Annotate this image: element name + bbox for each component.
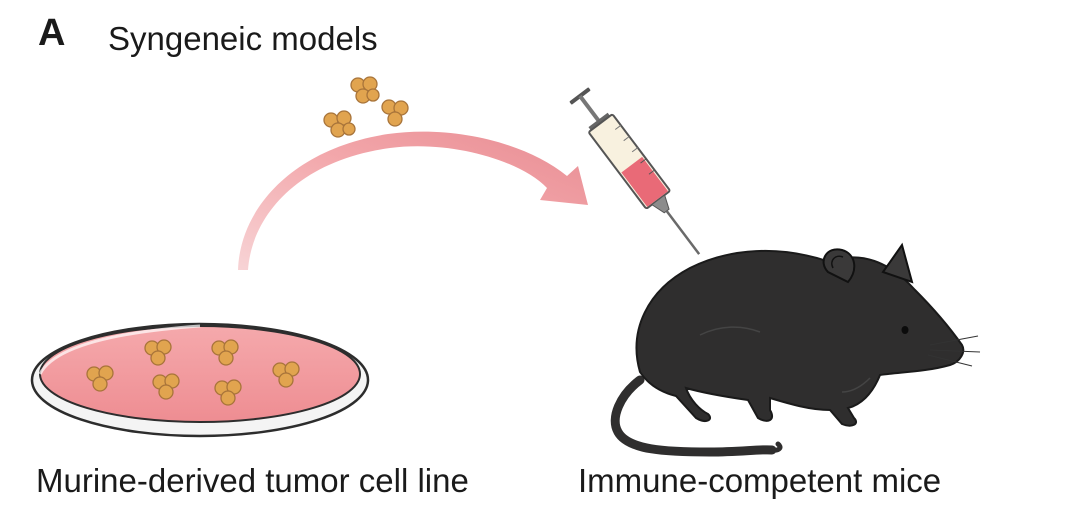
curved-arrow-icon xyxy=(238,131,588,270)
panel-title: Syngeneic models xyxy=(108,20,378,57)
cell-cluster-icon xyxy=(144,339,172,366)
syringe-icon xyxy=(569,87,701,255)
cell-cluster-icon xyxy=(152,373,180,400)
caption-mice: Immune-competent mice xyxy=(578,462,942,499)
mouse-icon xyxy=(610,242,981,457)
cell-cluster-icon xyxy=(214,379,242,406)
cell-cluster-icon xyxy=(211,339,239,366)
cell-cluster-icon xyxy=(86,365,114,392)
petri-dish-icon xyxy=(30,322,370,438)
cell-cluster-icon xyxy=(381,99,409,127)
caption-cell-line: Murine-derived tumor cell line xyxy=(36,462,469,499)
cell-cluster-icon xyxy=(272,361,300,388)
panel-letter: A xyxy=(38,12,66,54)
dish-cells xyxy=(86,339,300,406)
floating-cells xyxy=(323,76,409,138)
cell-cluster-icon xyxy=(323,110,356,138)
cell-cluster-icon xyxy=(350,76,380,104)
